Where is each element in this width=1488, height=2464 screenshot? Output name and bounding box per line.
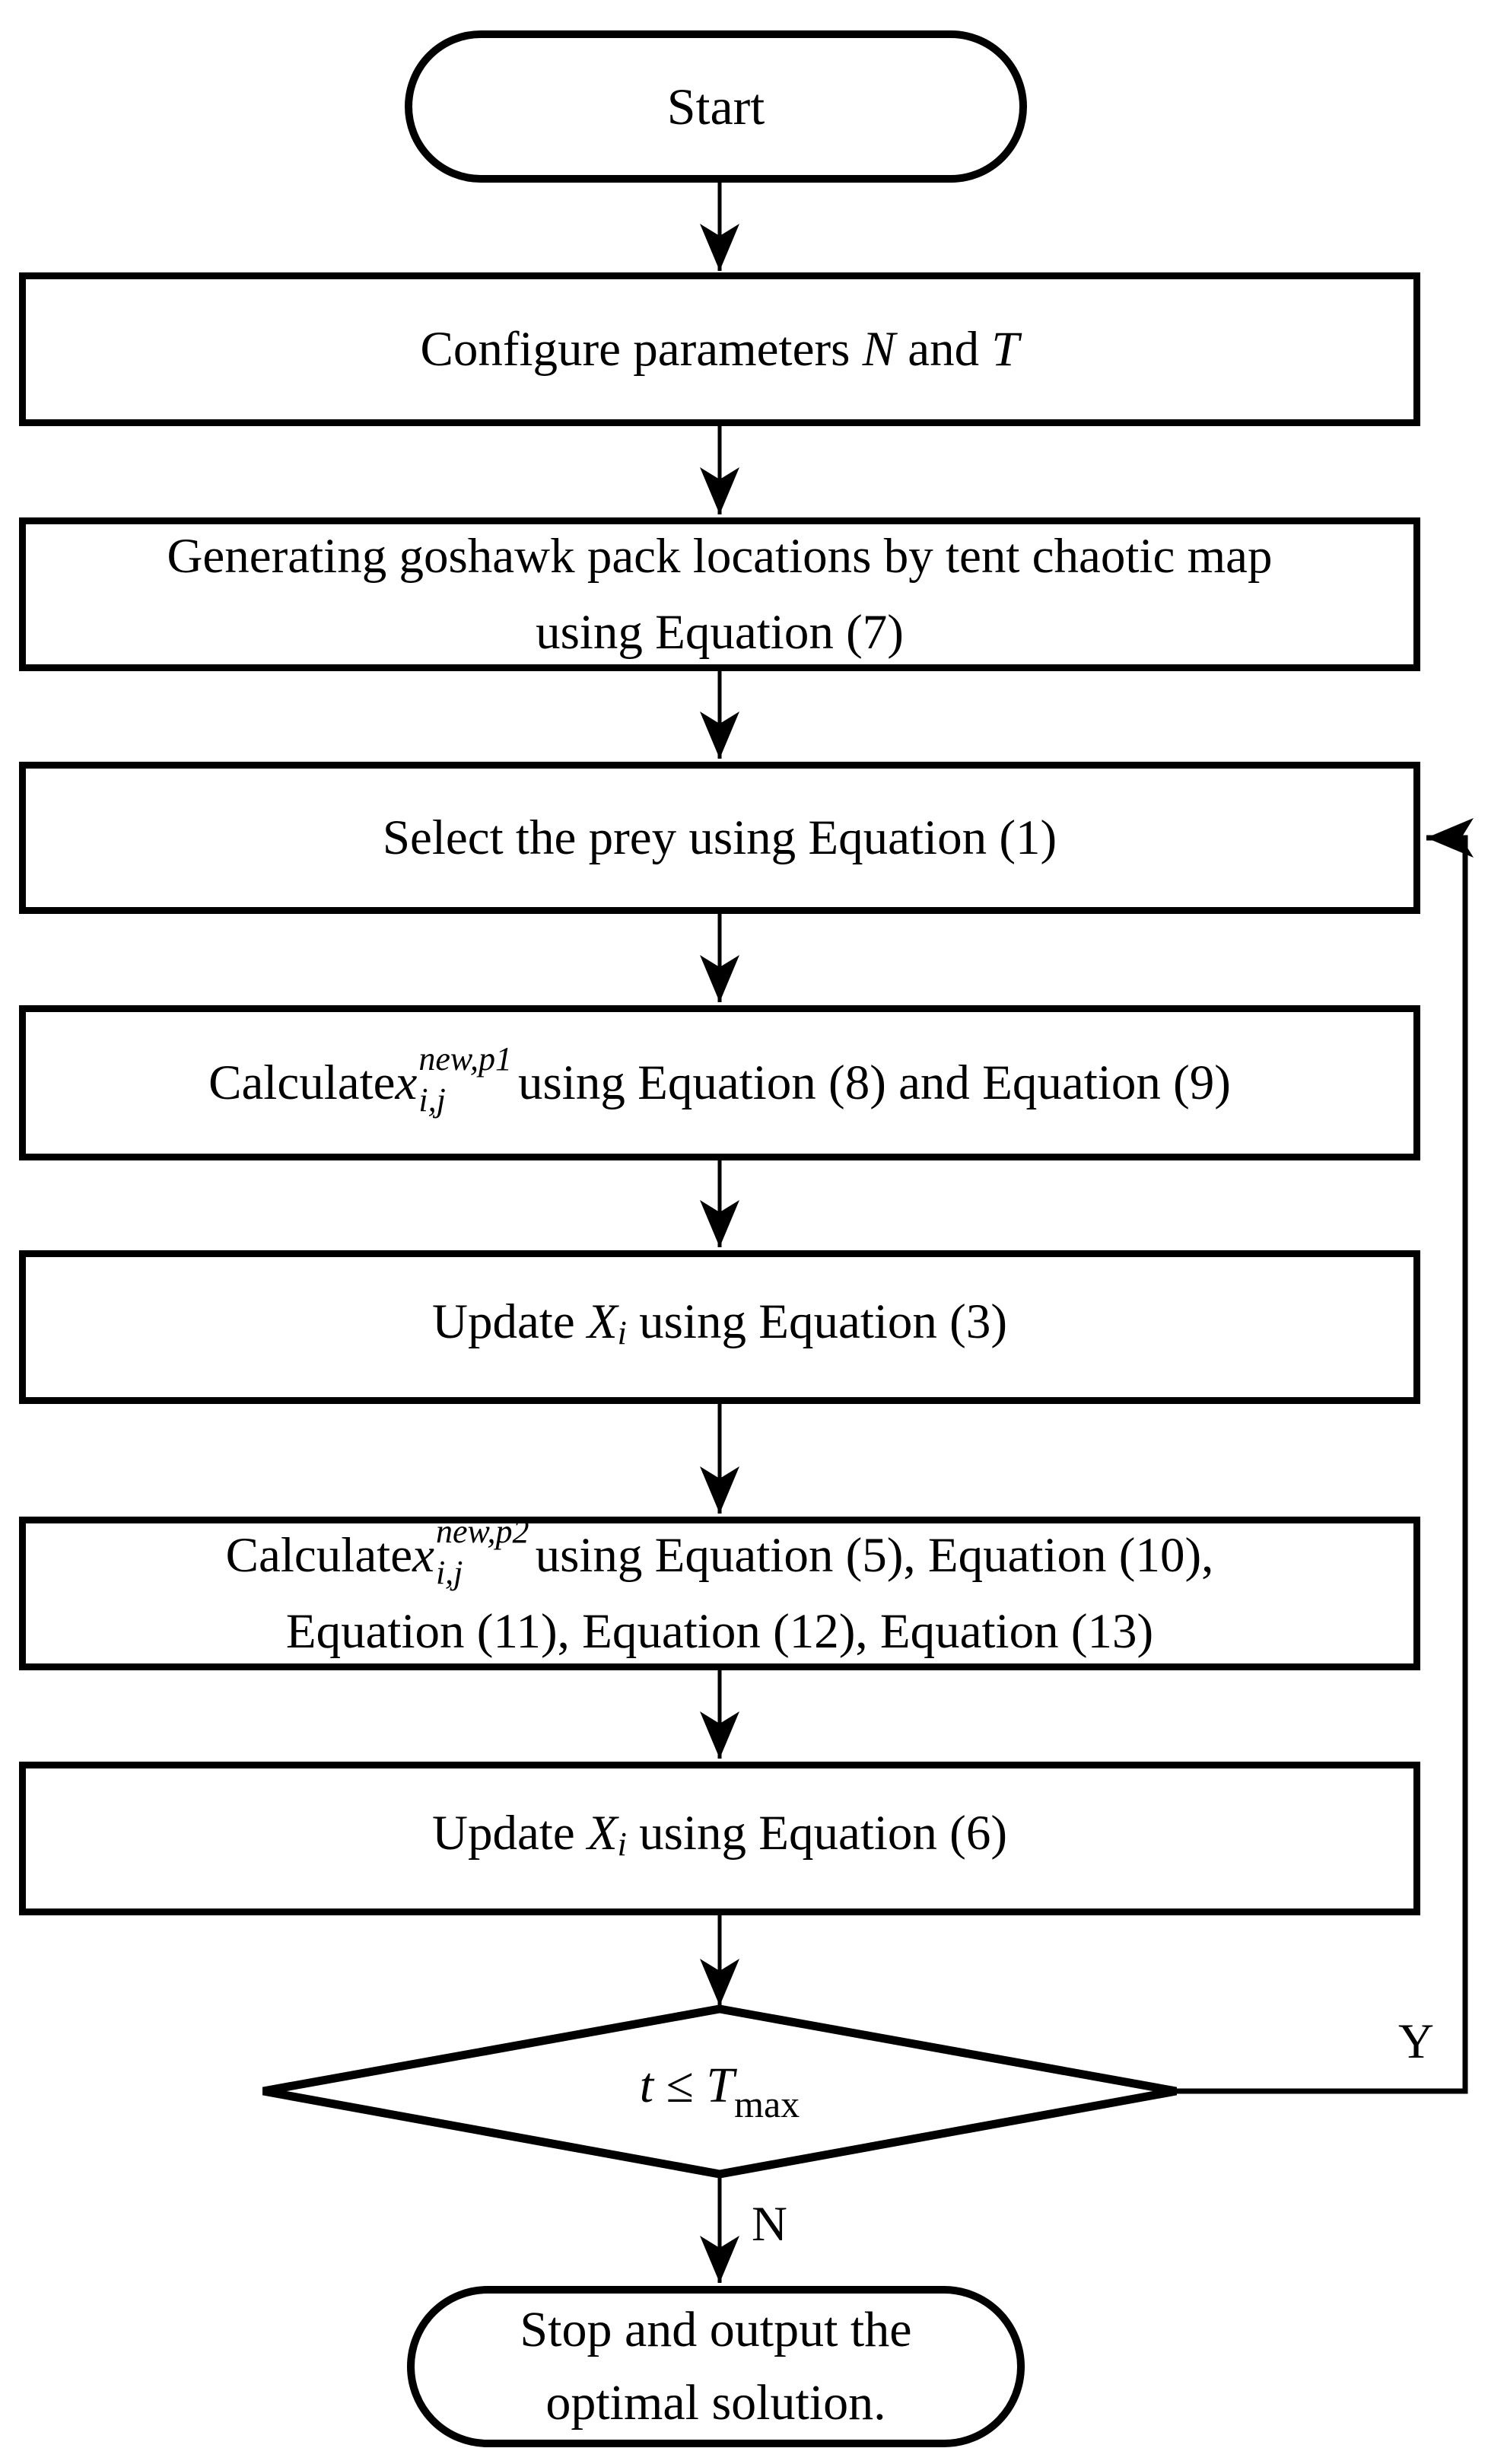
superscript-new-p1: new,p1 [418,1040,513,1078]
decision-text: t ≤ Tmax [640,2057,800,2126]
subscript-ij: i,j [418,1081,446,1119]
calc-p2-line2: Equation (11), Equation (12), Equation (… [285,1604,1154,1659]
node-stop: Stop and output the optimal solution. [407,2286,1025,2447]
node-decision-tmax: t ≤ Tmax [491,2045,948,2137]
node-configure-parameters: Configure parameters N and T [19,272,1420,426]
node-generate-locations: Generating goshawk pack locations by ten… [19,517,1420,671]
generate-line1: Generating goshawk pack locations by ten… [167,529,1273,584]
update3-pre: Update [432,1294,587,1349]
var-T: T [991,322,1019,377]
select-prey-label: Select the prey using Equation (1) [382,810,1057,865]
subscript-i: i [617,1825,627,1863]
configure-pre: Configure parameters [420,322,863,377]
stop-line2: optimal solution. [545,2375,886,2431]
math-scripts-p2: new,p2 i,j [436,1515,529,1590]
update6-post: using Equation (6) [626,1805,1007,1861]
update6-text: Update Xi using Equation (6) [432,1795,1007,1883]
update3-post: using Equation (3) [626,1294,1007,1349]
configure-text: Configure parameters N and T [420,311,1019,387]
calc-p2-post: using Equation (5), Equation (10), [535,1528,1214,1583]
subscript-i: i [617,1313,627,1351]
node-start: Start [405,30,1027,183]
var-x: x [412,1528,434,1583]
subscript-max: max [734,2082,800,2125]
update6-pre: Update [432,1805,587,1861]
superscript-new-p2: new,p2 [435,1513,529,1550]
node-select-prey: Select the prey using Equation (1) [19,762,1420,914]
edge-label-no: N [752,2197,787,2252]
var-X: X [587,1294,618,1349]
calc-p1-post: using Equation (8) and Equation (9) [518,1055,1231,1110]
math-scripts-p1: new,p1 i,j [418,1043,512,1117]
node-update-xi-eq3: Update Xi using Equation (3) [19,1250,1420,1404]
configure-mid: and [895,322,992,377]
calc-p1-pre: Calculate [208,1055,396,1110]
var-x: x [395,1055,418,1110]
node-update-xi-eq6: Update Xi using Equation (6) [19,1762,1420,1915]
leq-operator: ≤ [653,2057,707,2113]
var-T: T [706,2057,735,2113]
var-t: t [639,2057,654,2113]
arrow-decision-yes-feedback [1176,818,1474,2094]
var-X: X [587,1805,618,1861]
subscript-ij: i,j [435,1554,463,1591]
update3-text: Update Xi using Equation (3) [432,1284,1007,1371]
var-N: N [862,322,895,377]
decision-diamond-shape [262,2004,1177,2179]
start-label: Start [666,78,765,135]
calc-p2-pre: Calculate [225,1528,413,1583]
stop-line1: Stop and output the [520,2302,912,2357]
edge-label-yes: Y [1398,2014,1434,2069]
generate-line2: using Equation (7) [536,605,904,660]
